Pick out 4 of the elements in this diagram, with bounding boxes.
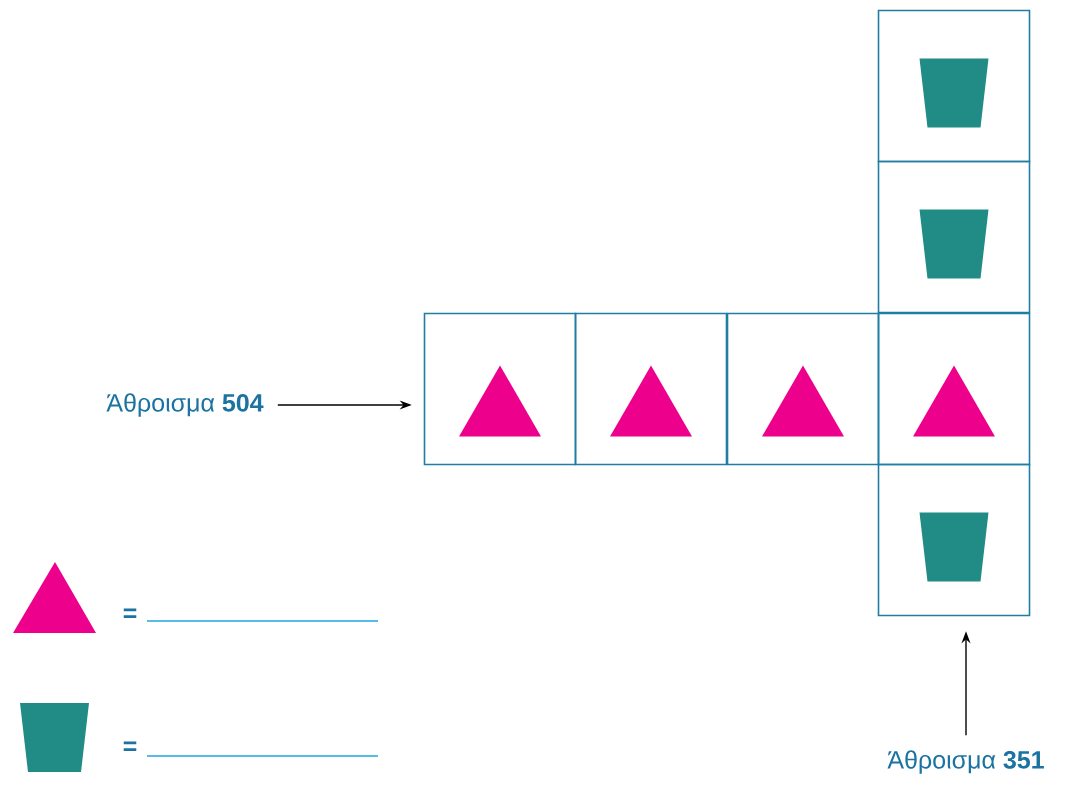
- sum-label: Άθροισμα 504: [106, 393, 264, 417]
- sum-label: Άθροισμα 351: [887, 750, 1044, 774]
- equals-sign: =: [123, 741, 137, 751]
- equals-sign: =: [123, 608, 137, 618]
